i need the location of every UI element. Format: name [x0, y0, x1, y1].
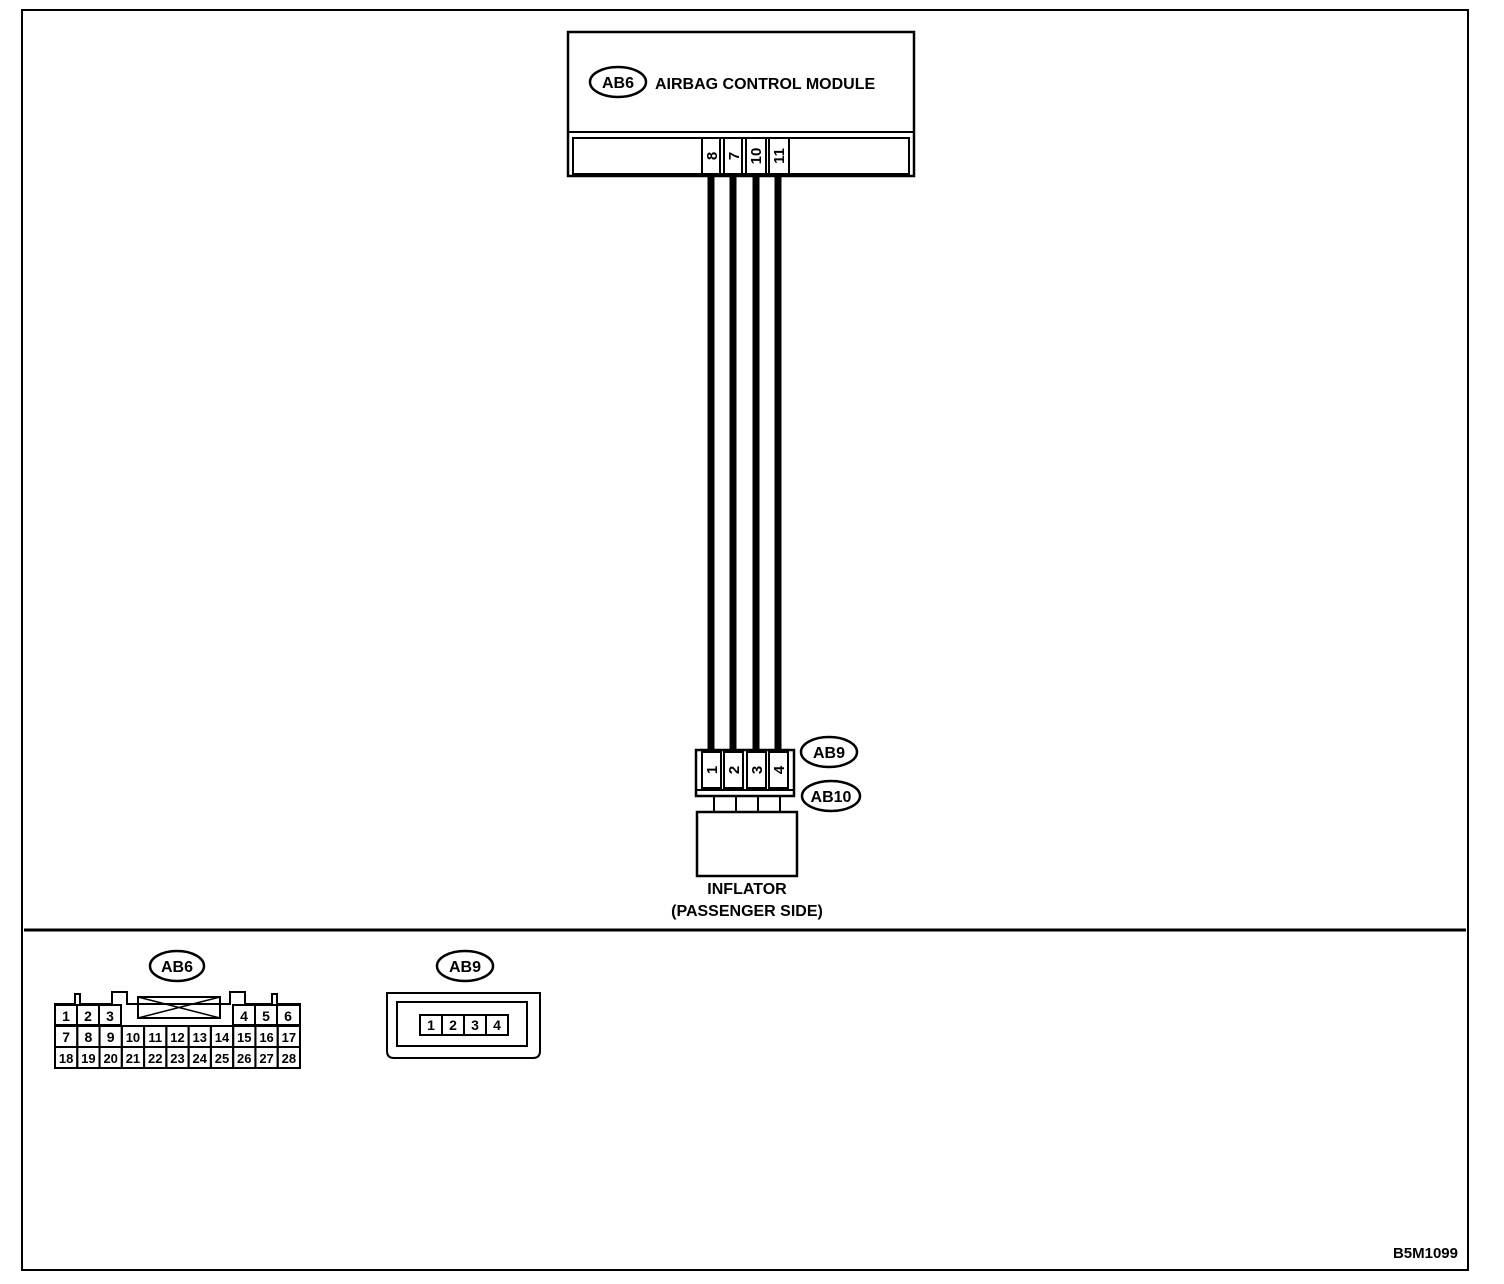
ab6-face-cavity-label: 16: [259, 1030, 273, 1045]
module-title: AIRBAG CONTROL MODULE: [655, 76, 875, 93]
diagram-frame: [21, 9, 1469, 1271]
ab6-face-cavity: 6: [284, 1008, 292, 1024]
module-connector-id: AB6: [602, 75, 634, 92]
ab6-face-cavity-cell: [276, 1046, 301, 1069]
harness-connector-housing: [694, 748, 796, 798]
ab6-face-cavity-label: 7: [62, 1029, 70, 1045]
ab6-face-row-3: 18 19 20 21 22 23 24 25 26 27 28: [54, 1046, 301, 1069]
ab6-face-cavity-label: 23: [170, 1051, 184, 1066]
ab6-face-latch-x-b: [137, 996, 221, 1019]
ab9-face-cavity-label: 1: [427, 1017, 435, 1033]
ab9-face-inner-shroud: [396, 1001, 528, 1047]
ab6-face-cavity-label: 15: [237, 1030, 251, 1045]
ab10-id-badge: [800, 779, 862, 813]
harness-pin-4: 4: [768, 751, 789, 789]
ab9-face-id-badge: [435, 949, 495, 983]
module-body: [566, 30, 916, 178]
inflator-label-line1: INFLATOR: [707, 881, 787, 898]
ab9-face-cavity-label: 2: [449, 1017, 457, 1033]
svg-text:2: 2: [726, 766, 743, 774]
module-pin-10: 10: [745, 137, 767, 175]
ab6-face-cavity-label: 12: [170, 1030, 184, 1045]
ab10-id: AB10: [811, 789, 852, 806]
ab6-face-cavity-label: 26: [237, 1051, 251, 1066]
ab6-face-cavity-label: 25: [215, 1051, 229, 1066]
svg-text:1: 1: [704, 766, 721, 774]
ab6-face-cavity: 2: [84, 1008, 92, 1024]
harness-pin-2: 2: [723, 751, 744, 789]
ab9-face-housing: [386, 992, 541, 1059]
ab9-id-badge: [799, 735, 859, 769]
ab6-face-cavity-label: 8: [85, 1029, 93, 1045]
ab6-face-cavity-label: 20: [103, 1051, 117, 1066]
ab6-face-cavity-label: 18: [59, 1051, 73, 1066]
svg-text:10: 10: [748, 148, 765, 165]
ab6-face-cavity-label: 22: [148, 1051, 162, 1066]
svg-text:4: 4: [771, 765, 788, 774]
airbag-control-module: AB6 AIRBAG CONTROL MODULE 8 7 10 11: [566, 30, 916, 178]
ab6-face-cavity-label: 17: [282, 1030, 296, 1045]
ab6-face-cavity-label: 27: [259, 1051, 273, 1066]
ab6-face-cavity-label: 19: [81, 1051, 95, 1066]
harness-connector-ab9-ab10: 1 2 3 4 AB9 AB10: [694, 735, 862, 813]
ab9-face-cavity-label: 3: [471, 1017, 479, 1033]
module-pin-7: 7: [723, 137, 743, 175]
figure-code: B5M1099: [1393, 1245, 1458, 1262]
wire-harness: [707, 176, 782, 752]
ab6-face-cavity-label: 24: [193, 1051, 208, 1066]
module-pin-11: 11: [768, 137, 790, 175]
svg-text:7: 7: [726, 152, 743, 160]
ab9-face-cavity-label: 4: [493, 1017, 501, 1033]
harness-pin-3: 3: [746, 751, 767, 789]
ab6-face-cavity-label: 21: [126, 1051, 140, 1066]
ab6-face-cavity: 1: [62, 1008, 70, 1024]
ab6-face-cavity-label: 10: [126, 1030, 140, 1045]
inflator: INFLATOR (PASSENGER SIDE): [671, 796, 823, 920]
module-pin-8: 8: [701, 137, 721, 175]
ab9-face-id: AB9: [449, 959, 481, 976]
ab6-face-id-badge: [148, 949, 206, 983]
svg-text:3: 3: [749, 766, 766, 774]
ab6-face-latch: [137, 996, 221, 1019]
ab6-face-cavity: 4: [240, 1008, 248, 1024]
ab6-face-cavity: 5: [262, 1008, 270, 1024]
ab6-face-cavity-label: 13: [193, 1030, 207, 1045]
ab9-id: AB9: [813, 745, 845, 762]
ab6-face-cavity-label: 11: [148, 1030, 162, 1045]
svg-text:11: 11: [771, 148, 788, 164]
harness-pin-1: 1: [701, 751, 722, 789]
ab6-face-cavity-label: 9: [107, 1029, 115, 1045]
inflator-label-line2: (PASSENGER SIDE): [671, 903, 823, 920]
ab6-face-cavity: 3: [106, 1008, 114, 1024]
ab9-face-cavity-cell: [485, 1014, 509, 1036]
inflator-body: [695, 810, 799, 878]
module-connector-id-badge: [588, 65, 648, 99]
svg-text:8: 8: [704, 152, 721, 160]
ab6-face-cavity-label: 14: [215, 1030, 230, 1045]
ab6-face-cavity-label: 28: [282, 1051, 296, 1066]
ab6-face-id: AB6: [161, 959, 193, 976]
